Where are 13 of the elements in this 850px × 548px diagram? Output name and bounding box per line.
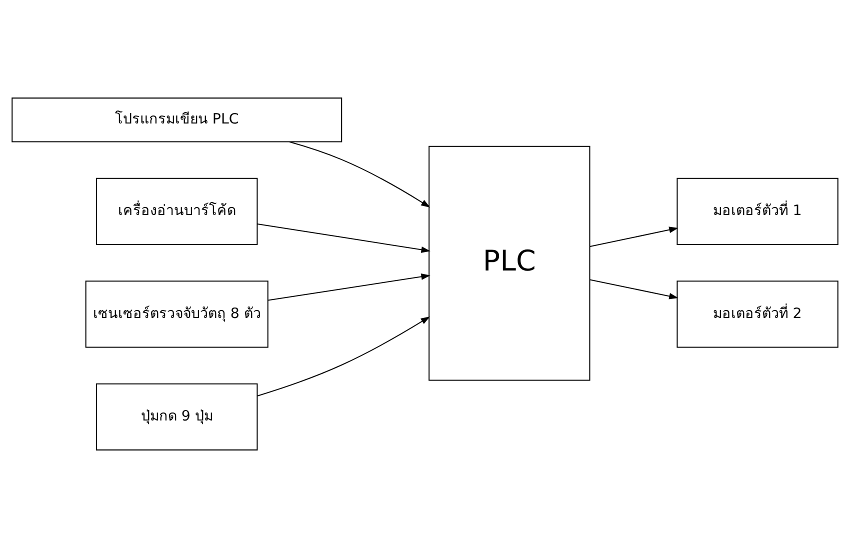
arrow xyxy=(268,274,430,301)
node-box: เครื่องอ่านบาร์โค้ด xyxy=(96,178,258,246)
node-box: มอเตอร์ตัวที่ 2 xyxy=(676,280,838,348)
node-box: PLC xyxy=(428,146,590,381)
node-box: ปุ่มกด 9 ปุ่ม xyxy=(96,383,258,450)
arrow xyxy=(590,279,678,300)
node-box: เซนเซอร์ตรวจจับวัตถุ 8 ตัว xyxy=(85,280,268,348)
arrow xyxy=(257,223,430,253)
arrow xyxy=(257,316,430,396)
arrow xyxy=(590,226,678,248)
node-box: มอเตอร์ตัวที่ 1 xyxy=(676,178,838,246)
node-box: โปรแกรมเขียน PLC xyxy=(12,98,342,142)
arrow xyxy=(289,141,430,208)
